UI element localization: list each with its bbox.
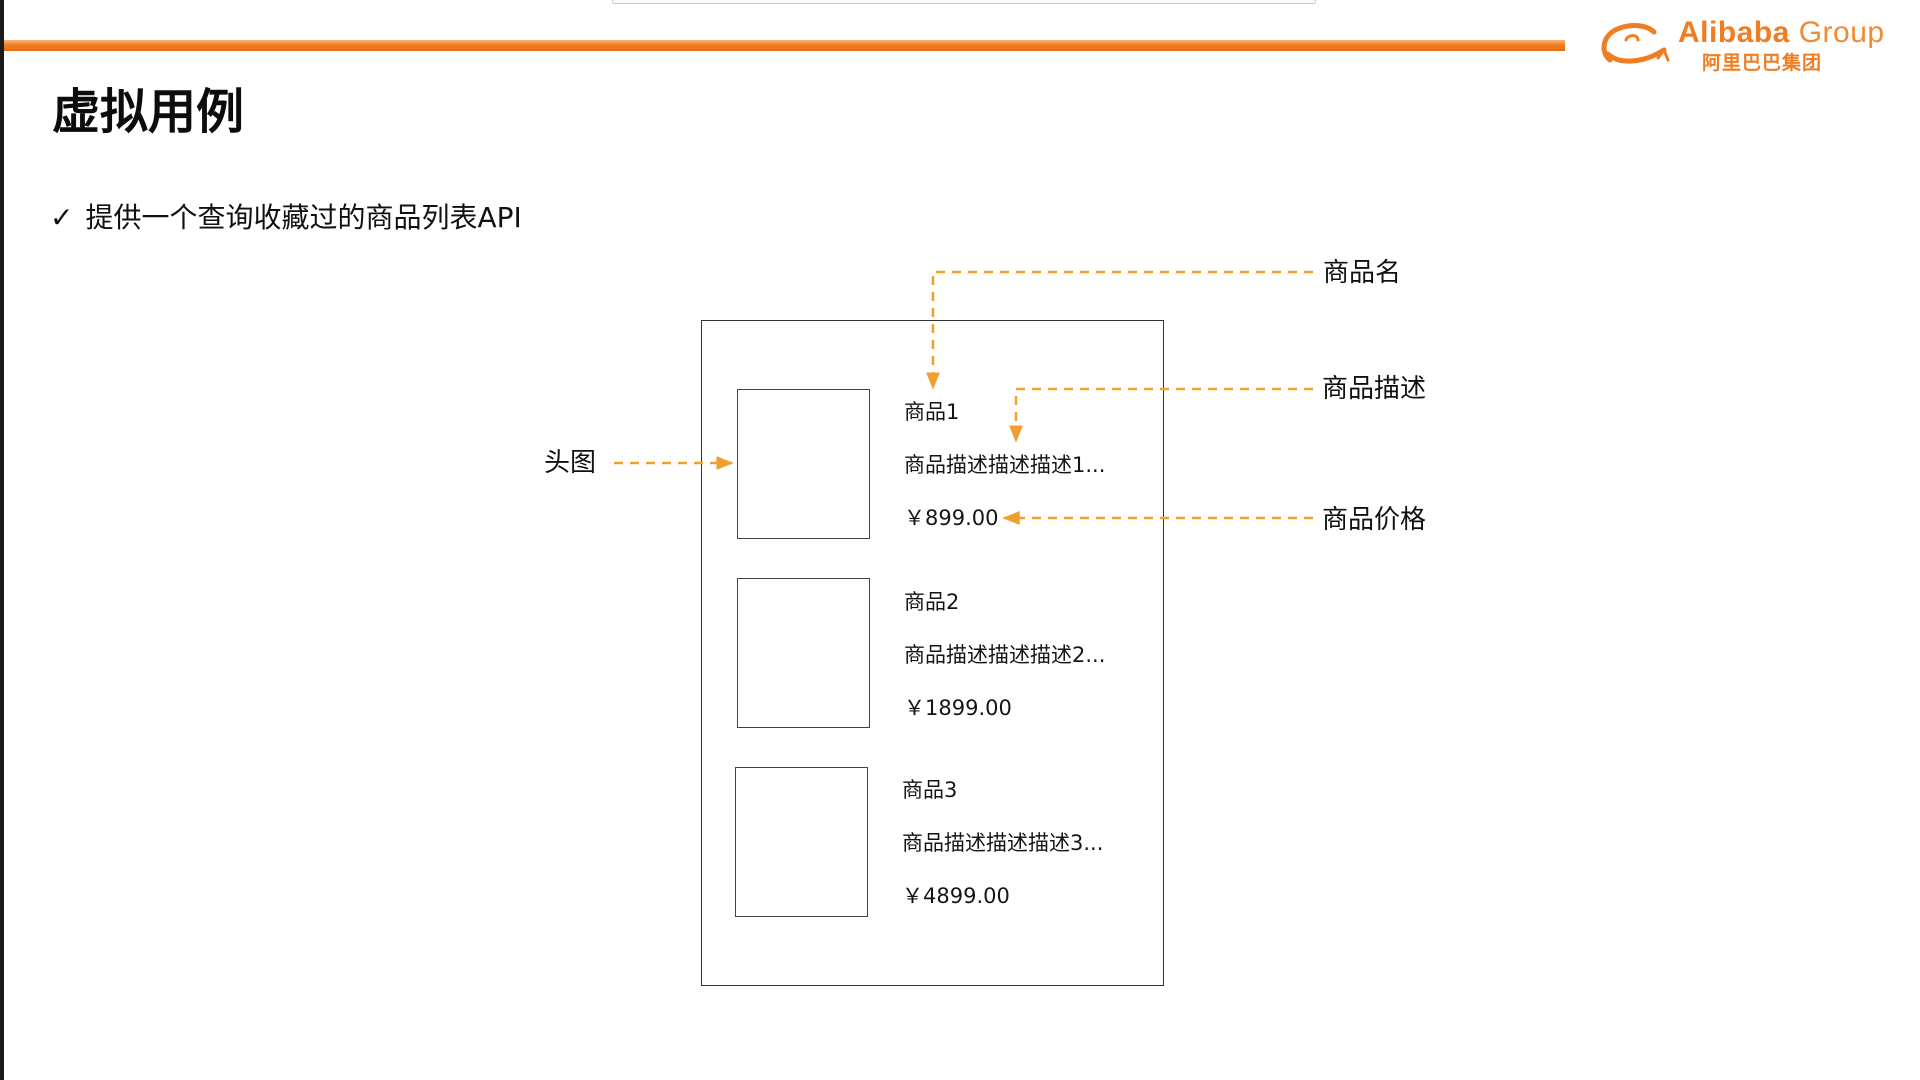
bullet-point: ✓ 提供一个查询收藏过的商品列表API xyxy=(50,198,522,238)
product-description-2: 商品描述描述描述2... xyxy=(904,643,1106,667)
alibaba-smile-icon xyxy=(1601,22,1670,64)
product-description-3: 商品描述描述描述3... xyxy=(902,831,1104,855)
window-left-edge xyxy=(0,0,4,1080)
check-icon: ✓ xyxy=(50,201,74,234)
alibaba-group-logo: Alibaba Group 阿里巴巴集团 xyxy=(1598,14,1898,74)
top-input-box[interactable] xyxy=(612,0,1316,4)
product-price-1: ￥899.00 xyxy=(904,506,999,530)
logo-brand: Alibaba xyxy=(1678,16,1790,49)
logo-group: Group xyxy=(1798,16,1885,49)
annotation-price: 商品价格 xyxy=(1322,505,1427,535)
bullet-text: 提供一个查询收藏过的商品列表API xyxy=(85,201,522,234)
annotation-thumbnail: 头图 xyxy=(544,448,597,478)
page-title: 虚拟用例 xyxy=(52,84,245,140)
product-name-3: 商品3 xyxy=(902,778,958,802)
product-price-3: ￥4899.00 xyxy=(902,884,1010,908)
header-accent-bar xyxy=(4,40,1565,51)
product-thumbnail-3 xyxy=(735,767,868,917)
product-thumbnail-2 xyxy=(737,578,870,728)
logo-wordmark: Alibaba Group xyxy=(1678,16,1885,50)
product-price-2: ￥1899.00 xyxy=(904,696,1012,720)
product-name-2: 商品2 xyxy=(904,590,960,614)
annotation-description: 商品描述 xyxy=(1322,374,1427,404)
product-description-1: 商品描述描述描述1... xyxy=(904,453,1106,477)
product-thumbnail-1 xyxy=(737,389,870,539)
logo-chinese-name: 阿里巴巴集团 xyxy=(1702,52,1823,74)
annotation-name: 商品名 xyxy=(1323,258,1402,288)
product-name-1: 商品1 xyxy=(904,400,960,424)
